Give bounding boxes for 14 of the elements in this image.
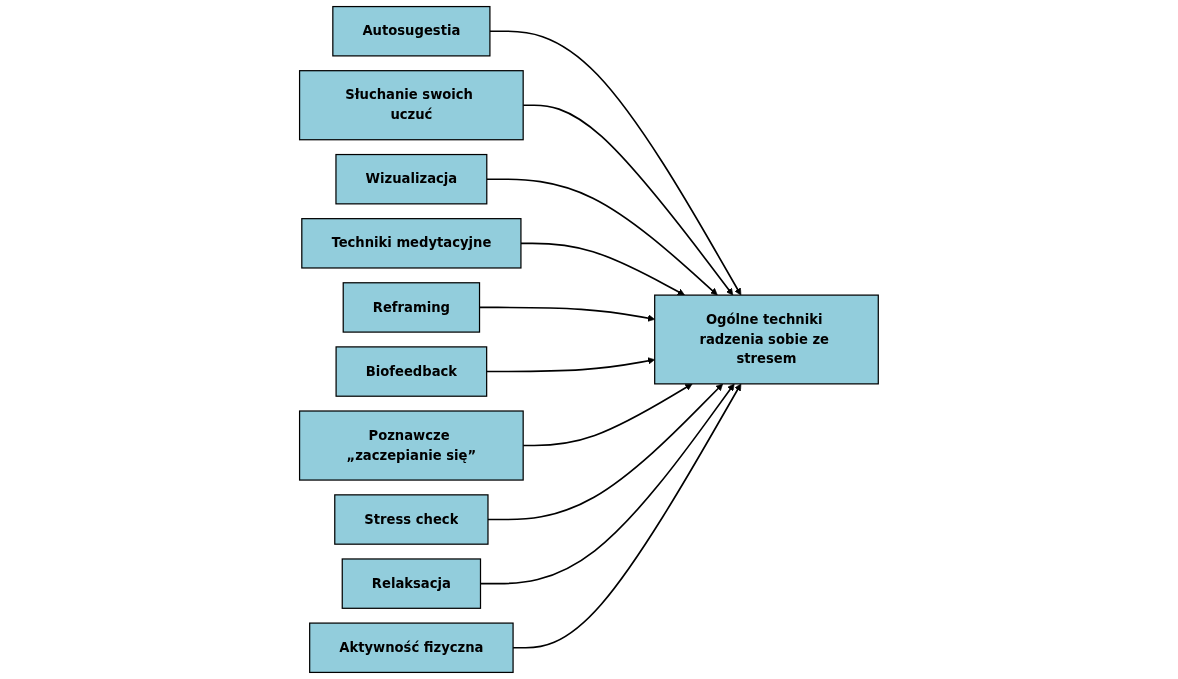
node-box: Biofeedback (335, 346, 488, 397)
arrow (486, 178, 718, 296)
node-box: Autosugestia (332, 5, 491, 57)
node-box: Relaksacja (341, 558, 482, 609)
node-box: Reframing (342, 282, 481, 333)
arrow (489, 30, 742, 296)
node-box: Techniki medytacyjne (301, 218, 522, 269)
node-box: Ogólne techniki radzenia sobie ze stresem (654, 294, 879, 385)
node-box: Słuchanie swoich uczuć (299, 70, 524, 141)
node-box: Poznawcze „zaczepianie się” (299, 410, 524, 481)
node-box: Stress check (334, 494, 489, 545)
arrow (522, 104, 734, 296)
node-box: Wizualizacja (335, 153, 488, 205)
node-box: Aktywność fizyczna (309, 622, 514, 674)
